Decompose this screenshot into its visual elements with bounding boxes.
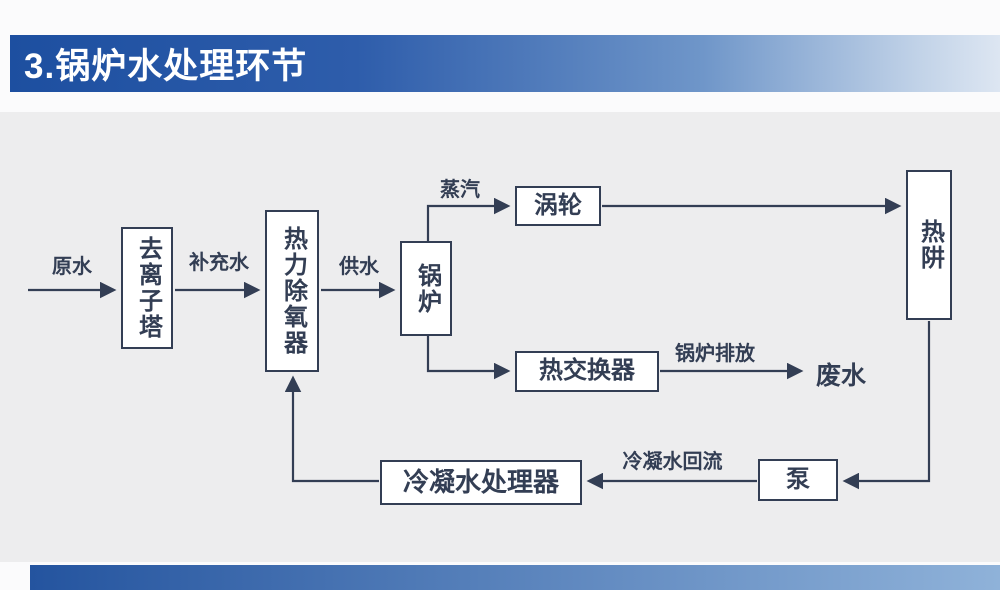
label-steam: 蒸汽 [440,179,480,201]
node-deionizer-tower: 去离子塔 [121,227,173,349]
page-title: 3.锅炉水处理环节 [24,47,308,86]
label-boiler-blowdown: 锅炉排放 [675,343,755,365]
node-boiler: 锅炉 [400,241,452,336]
node-condensate-processor: 冷凝水处理器 [380,460,582,505]
footer-bar [30,565,1000,590]
node-heat-sink: 热阱 [906,170,952,320]
label-waste-water: 废水 [815,362,866,390]
label-makeup-water: 补充水 [189,252,249,274]
label-condensate-return: 冷凝水回流 [622,451,723,473]
node-pump: 泵 [758,459,838,501]
title-bar: 3.锅炉水处理环节 [10,35,1000,92]
label-raw-water: 原水 [52,256,92,278]
node-heat-exchanger: 热交换器 [515,351,659,392]
node-turbine: 涡轮 [515,186,601,226]
label-feed-water: 供水 [339,256,379,278]
node-thermal-deaerator: 热力除氧器 [265,210,319,372]
